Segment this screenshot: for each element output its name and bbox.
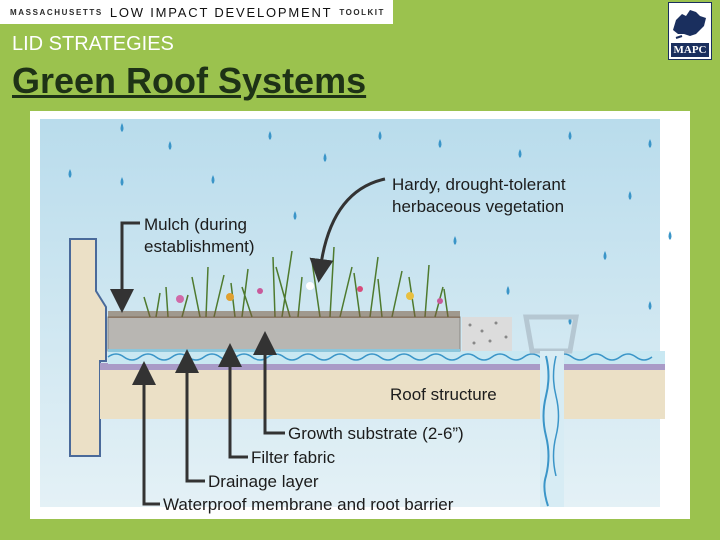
page-title: Green Roof Systems [12, 60, 367, 101]
drainage-layer [108, 351, 665, 364]
logo-text: MAPC [671, 43, 709, 57]
rain-drops [68, 123, 672, 325]
banner-state: MASSACHUSETTS [10, 7, 103, 17]
label-vegetation-2: herbaceous vegetation [392, 197, 564, 216]
roof-drain [523, 314, 579, 507]
membrane [100, 363, 665, 370]
mulch [108, 311, 460, 318]
flowers [176, 282, 443, 304]
toolkit-banner: MASSACHUSETTS LOW IMPACT DEVELOPMENT TOO… [0, 0, 393, 24]
banner-suffix: TOOLKIT [339, 7, 385, 17]
label-filter-fabric: Filter fabric [251, 448, 336, 467]
label-arrows [110, 177, 386, 506]
green-roof-diagram: Hardy, drought-tolerant herbaceous veget… [30, 111, 690, 519]
label-waterproof: Waterproof membrane and root barrier [163, 495, 454, 514]
mapc-logo: MAPC [668, 2, 712, 60]
section-label: LID STRATEGIES [12, 33, 174, 55]
filter-fabric [108, 349, 460, 352]
state-map-icon [673, 10, 706, 39]
label-vegetation-1: Hardy, drought-tolerant [392, 175, 566, 194]
label-growth-substrate: Growth substrate (2-6”) [288, 424, 464, 443]
banner-main: LOW IMPACT DEVELOPMENT [109, 4, 333, 20]
label-roof-structure: Roof structure [390, 385, 497, 404]
label-drainage-layer: Drainage layer [208, 472, 319, 491]
growth-substrate [107, 316, 461, 352]
label-mulch-2: establishment) [144, 237, 255, 256]
parapet-wall [69, 238, 107, 457]
gravel-strip [462, 317, 512, 351]
label-mulch-1: Mulch (during [144, 215, 247, 234]
roof-structure [100, 369, 665, 419]
